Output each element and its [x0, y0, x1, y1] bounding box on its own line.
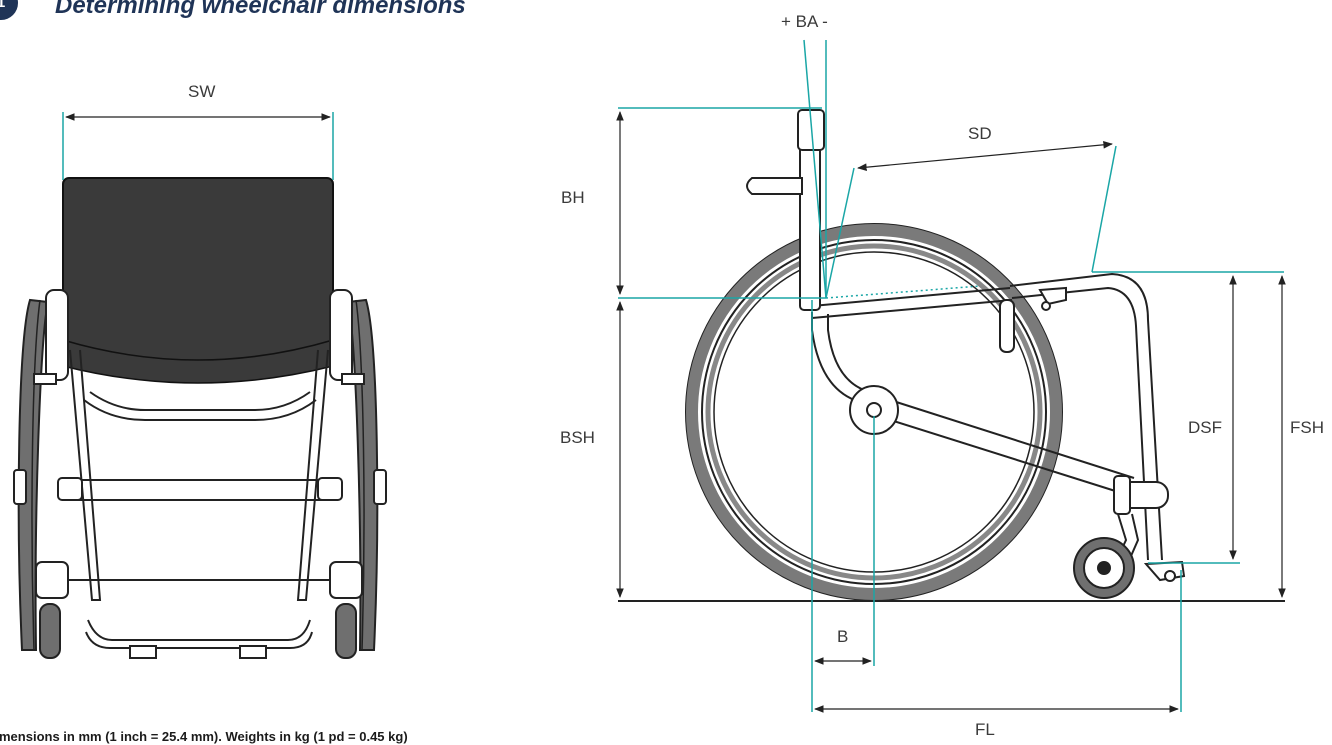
fsh-label: FSH: [1290, 418, 1324, 437]
front-view-seat-back: [62, 177, 334, 367]
sd-label: SD: [968, 124, 992, 143]
front-view-left-wheel: [17, 298, 50, 651]
page-title: Determining wheelchair dimensions: [55, 0, 466, 19]
dsf-label: DSF: [1188, 418, 1222, 437]
sw-dimension-line: [62, 112, 334, 180]
side-view: [616, 39, 1286, 713]
side-dimension-guides: [618, 39, 1284, 712]
ba-label: + BA -: [781, 12, 828, 31]
bh-label: BH: [561, 188, 585, 207]
front-view: [13, 112, 387, 659]
b-label: B: [837, 627, 849, 646]
units-note: Dimensions in mm (1 inch = 25.4 mm). Wei…: [0, 729, 408, 744]
bsh-label: BSH: [560, 428, 595, 447]
fl-label: FL: [975, 720, 995, 739]
front-view-right-wheel: [346, 298, 379, 651]
sw-label: SW: [188, 82, 216, 101]
sd-dimension-line: [857, 140, 1113, 172]
